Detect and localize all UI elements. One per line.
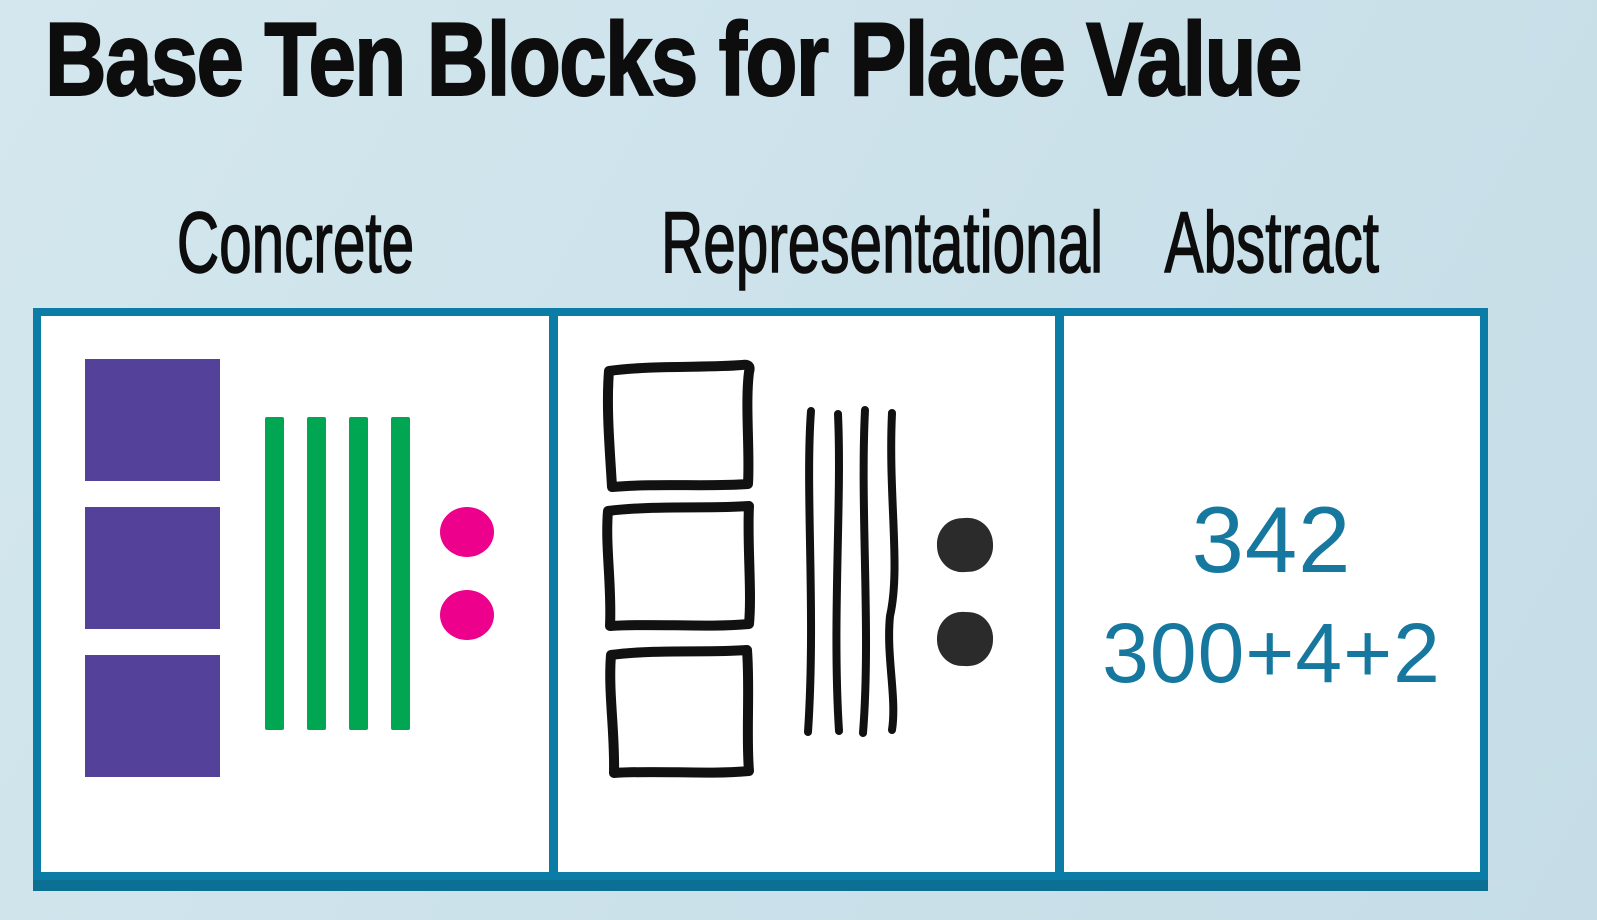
concrete-ones-group	[440, 507, 494, 640]
one-unit-block	[440, 507, 494, 557]
sketch-hundred-square	[602, 501, 755, 631]
sketch-tens-group	[804, 406, 899, 737]
divider-representational-abstract	[1055, 308, 1064, 880]
sketch-one-dot	[936, 517, 994, 573]
representational-sketch	[602, 359, 994, 778]
sketch-ten-line	[885, 409, 899, 734]
sketch-hundred-square	[602, 359, 755, 492]
ten-rod-block	[265, 417, 284, 730]
ten-rod-block	[307, 417, 326, 730]
page-title: Base Ten Blocks for Place Value	[44, 2, 1303, 118]
sketch-hundred-square	[605, 645, 754, 778]
sketch-ten-line	[859, 406, 871, 737]
ten-rod-block	[391, 417, 410, 730]
concrete-hundreds-group	[85, 359, 220, 777]
ten-rod-block	[349, 417, 368, 730]
abstract-label: Abstract	[1164, 195, 1380, 291]
hundred-flat-block	[85, 359, 220, 481]
frame-bottom-bar	[33, 880, 1488, 891]
sketch-ones-group	[936, 517, 994, 667]
representational-label: Representational	[661, 195, 1104, 291]
abstract-number: 342	[1191, 487, 1352, 592]
divider-concrete-representational	[549, 308, 558, 880]
column-headers: Concrete Representational Abstract	[33, 195, 1488, 291]
sketch-ten-line	[832, 410, 843, 735]
sketch-hundreds-group	[602, 359, 755, 778]
concrete-label: Concrete	[176, 195, 414, 291]
abstract-expanded-form: 300+4+2	[1102, 606, 1441, 700]
column-header-representational: Representational	[557, 199, 1104, 287]
sketch-ten-line	[804, 407, 816, 736]
column-header-abstract: Abstract	[1055, 195, 1488, 291]
hundred-flat-block	[85, 655, 220, 777]
one-unit-block	[440, 590, 494, 640]
sketch-one-dot	[936, 611, 994, 667]
hundred-flat-block	[85, 507, 220, 629]
concrete-tens-group	[265, 417, 410, 730]
abstract-panel: 342 300+4+2	[1063, 316, 1480, 872]
column-header-concrete: Concrete	[33, 195, 557, 291]
